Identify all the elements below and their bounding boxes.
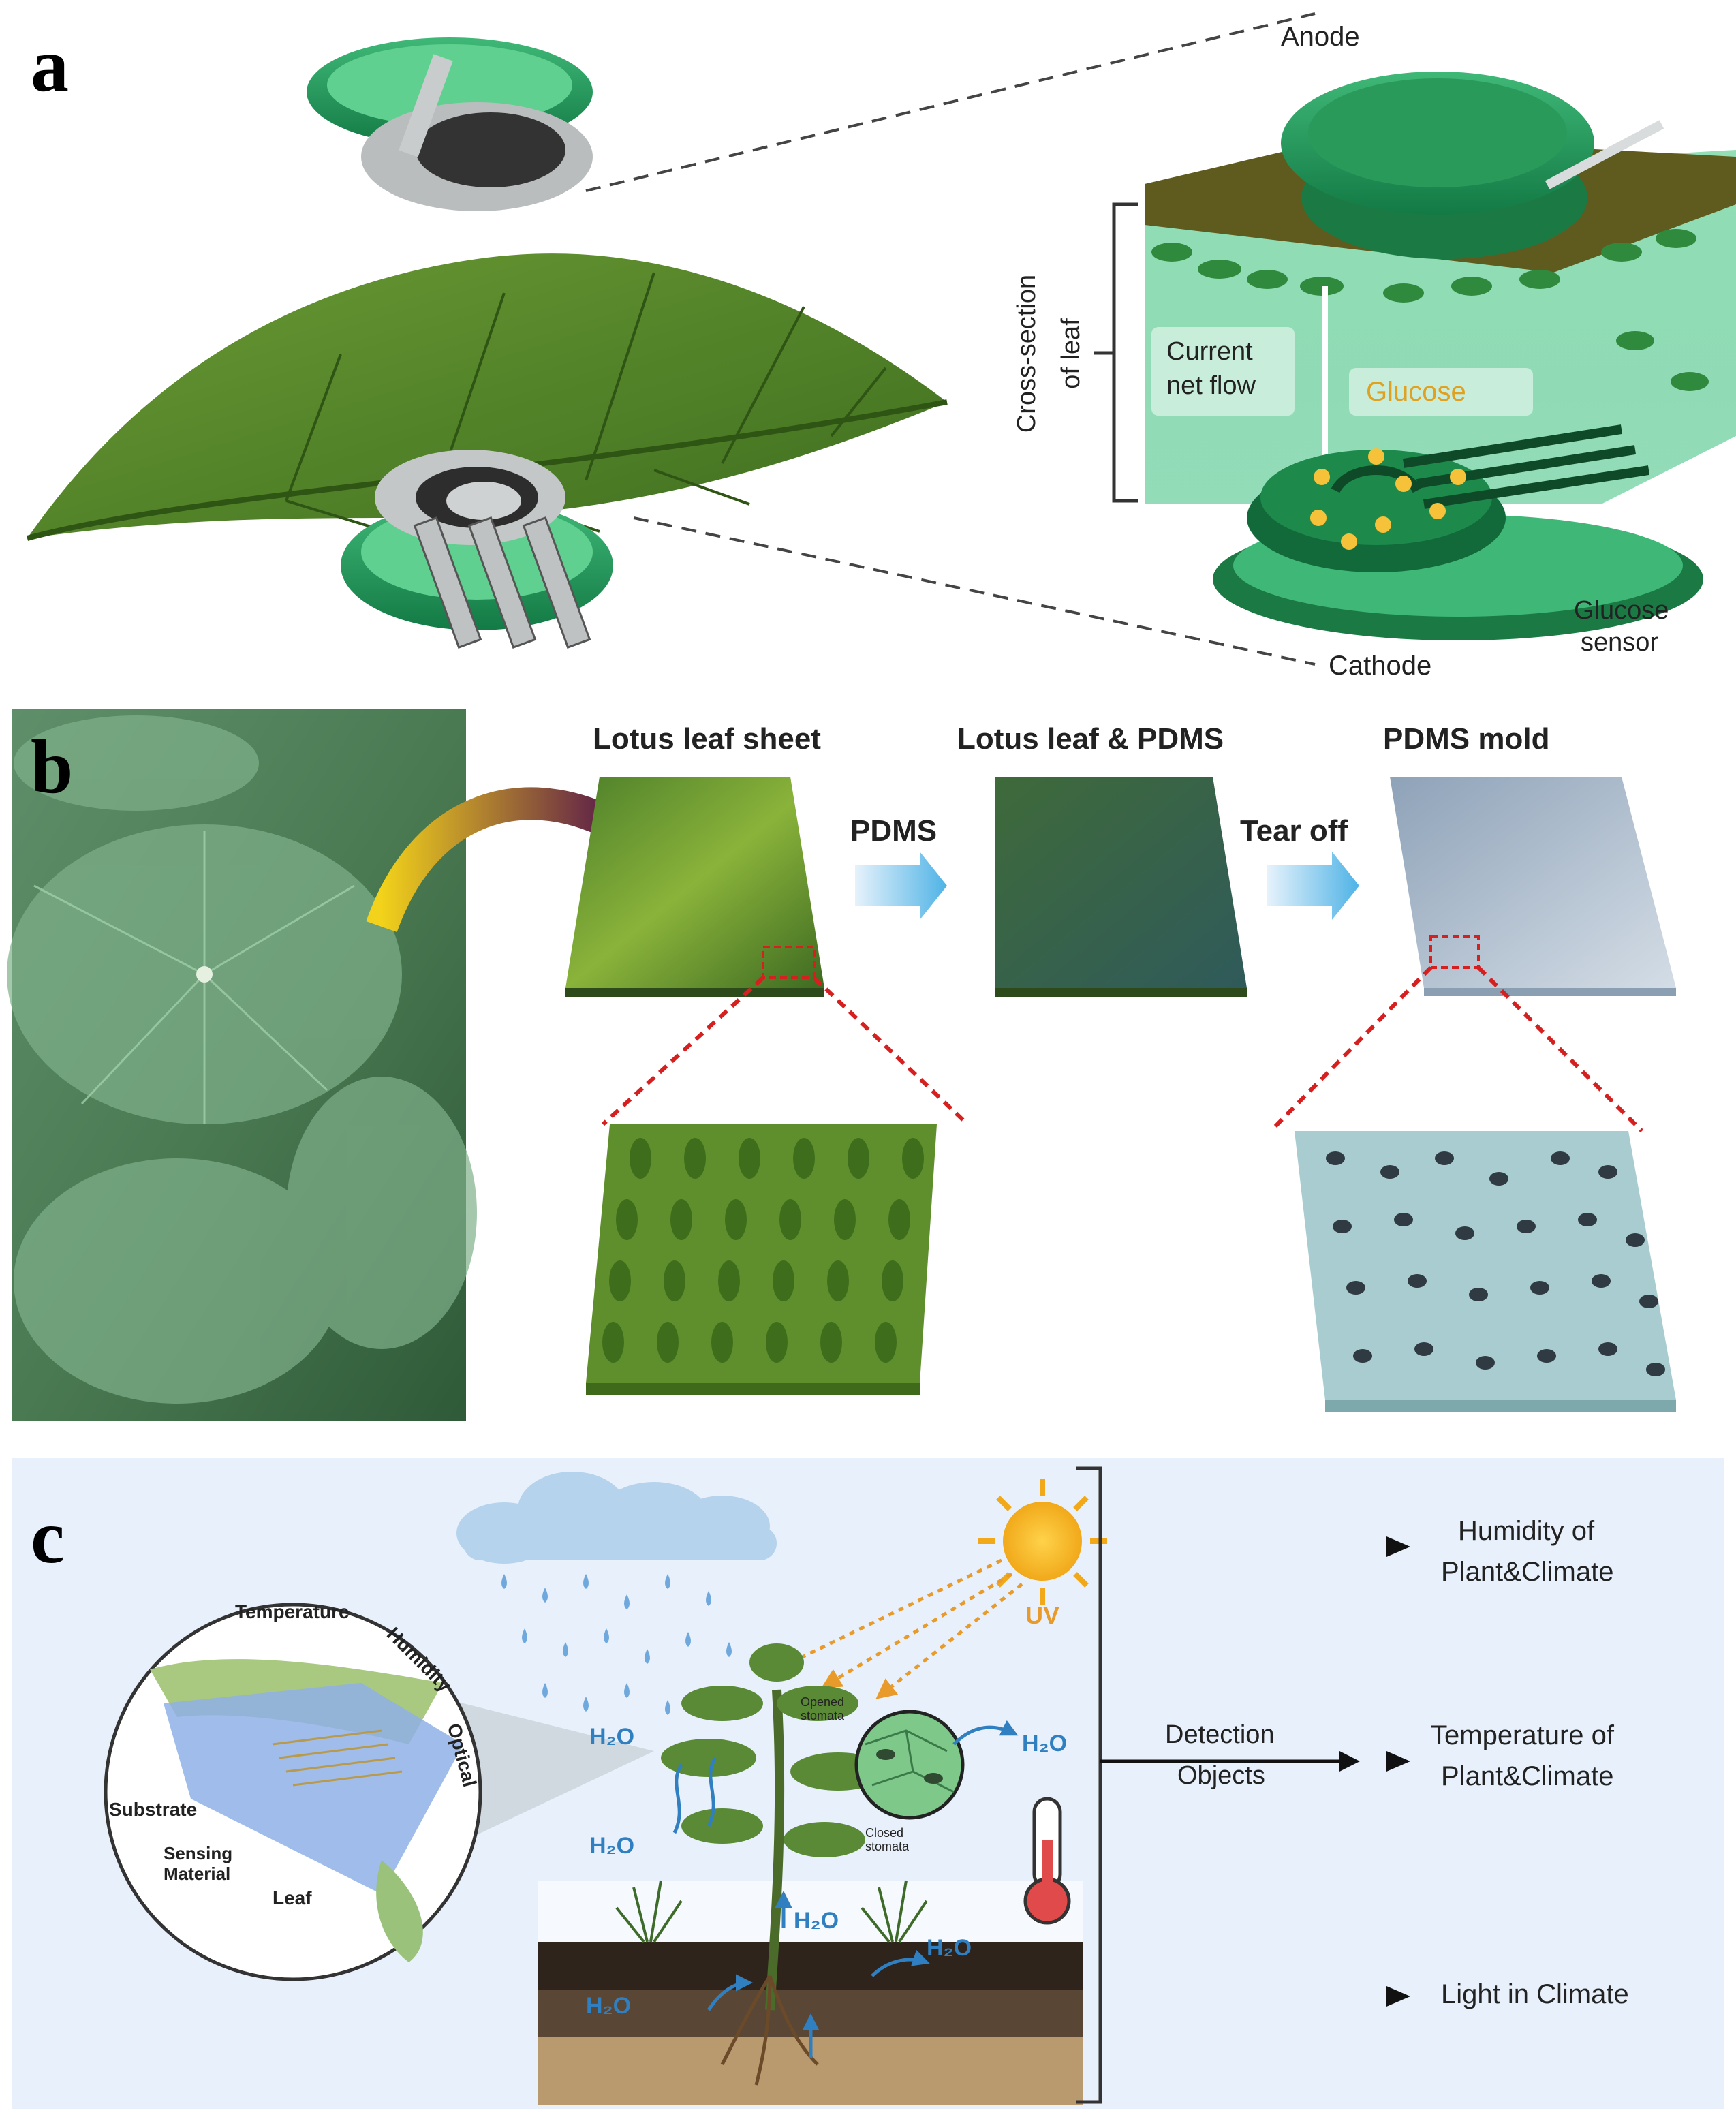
output-humidity-line1: Humidity of [1458, 1516, 1595, 1546]
temperature-label: Temperature [235, 1601, 350, 1622]
substrate-label: Substrate [109, 1799, 198, 1820]
cross-section-line1: Cross-section [1012, 274, 1041, 433]
cathode-label: Cathode [1329, 651, 1432, 681]
cross-section-line2: of leaf [1057, 318, 1085, 389]
opened-stomata-line2: stomata [801, 1709, 845, 1722]
output-humidity-line2: Plant&Climate [1441, 1557, 1614, 1587]
detection-label-line2: Objects [1177, 1761, 1265, 1790]
pdms-mold-label: PDMS mold [1383, 722, 1550, 756]
panel-a-letter: a [31, 23, 69, 108]
panel-c-graphics [12, 1458, 1724, 2109]
cross-section-label: Cross-section [1012, 275, 1045, 433]
panel-c-letter: c [31, 1495, 65, 1579]
panel-b-graphics [7, 709, 1676, 1421]
closed-stomata-line2: stomata [865, 1840, 910, 1853]
h2o-label-4: H₂O [794, 1908, 839, 1934]
of-leaf-label: of leaf [1057, 289, 1089, 418]
closed-stomata-line1: Closed [865, 1826, 904, 1840]
h2o-label-3: H₂O [1022, 1731, 1068, 1757]
anode-label: Anode [1281, 22, 1360, 52]
opened-stomata-line1: Opened [801, 1695, 845, 1709]
sensing-label-line2: Material [164, 1863, 231, 1884]
uv-label: UV [1025, 1601, 1060, 1629]
sensing-label-line1: Sensing [164, 1843, 233, 1863]
output-light-line1: Light in Climate [1441, 1979, 1629, 2009]
output-temperature-line1: Temperature of [1431, 1720, 1615, 1750]
h2o-label-6: H₂O [586, 1993, 632, 2019]
h2o-label-5: H₂O [927, 1935, 972, 1961]
detection-label-line1: Detection [1165, 1720, 1275, 1749]
output-temperature-line2: Plant&Climate [1441, 1761, 1614, 1791]
current-label-line1: Current [1166, 337, 1253, 366]
lotus-leaf-sheet-label: Lotus leaf sheet [593, 722, 821, 756]
glucose-sensor-line1: Glucose [1574, 596, 1669, 625]
h2o-label-1: H₂O [589, 1724, 635, 1750]
tear-off-arrow-label: Tear off [1240, 814, 1348, 848]
panel-a-graphics [26, 12, 1736, 666]
h2o-label-2: H₂O [589, 1833, 635, 1859]
pdms-arrow-label: PDMS [850, 814, 937, 848]
panel-b-letter: b [31, 725, 74, 809]
glucose-sensor-line2: sensor [1581, 628, 1659, 657]
glucose-label: Glucose [1366, 377, 1466, 407]
current-label-line2: net flow [1166, 371, 1256, 400]
lotus-leaf-pdms-label: Lotus leaf & PDMS [957, 722, 1224, 756]
leaf-label: Leaf [273, 1887, 312, 1908]
